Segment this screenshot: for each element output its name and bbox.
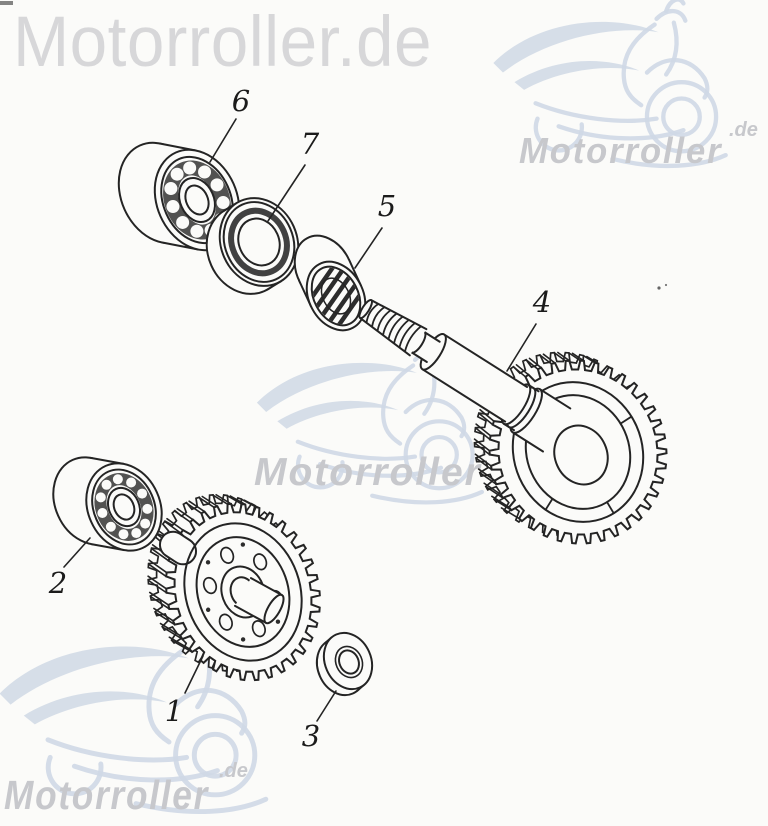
leader-lines xyxy=(63,118,537,722)
part-5-needle-bearing xyxy=(293,234,369,333)
part-label-6: 6 xyxy=(231,84,251,118)
watermark-brand-middle: Motorroller xyxy=(254,451,482,494)
part-label-3: 3 xyxy=(301,719,321,753)
part-label-1: 1 xyxy=(164,694,184,728)
part-7-seal-ring xyxy=(205,197,300,295)
part-label-7: 7 xyxy=(300,127,320,161)
watermark-topleft-text: Motorroller.de xyxy=(13,3,433,82)
part-label-5: 5 xyxy=(377,189,397,223)
part-6-ball-bearing xyxy=(117,141,241,252)
watermark-suffix-bottomleft: .de xyxy=(219,760,248,782)
watermark-brand-bottomleft: Motorroller xyxy=(4,772,210,818)
watermark-suffix-topright: .de xyxy=(729,119,758,141)
part-4-gear-shaft xyxy=(358,299,668,545)
watermark-brand-topright: Motorroller xyxy=(519,130,723,171)
part-2-ball-bearing-small xyxy=(52,456,163,552)
part-label-2: 2 xyxy=(48,566,68,600)
watermark-suffix-middle: .de xyxy=(477,443,502,462)
part-label-4: 4 xyxy=(532,285,552,319)
part-3-washer xyxy=(315,631,374,697)
part-1-drive-gear xyxy=(147,493,321,682)
